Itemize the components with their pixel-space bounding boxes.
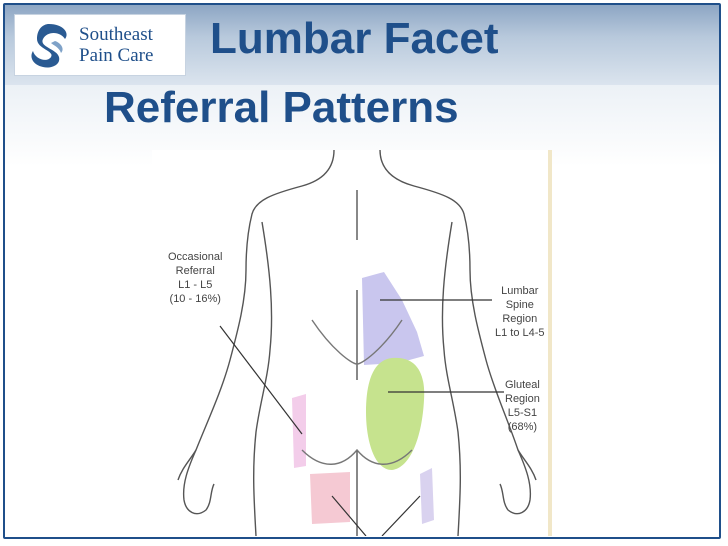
lumbar-spine-region xyxy=(362,272,424,365)
label-line: L1 - L5 xyxy=(178,279,213,291)
label-line: Region xyxy=(502,313,538,325)
label-line: L5-S1 xyxy=(507,407,538,419)
upper-thigh-pink-region xyxy=(310,472,350,524)
logo-swirl-icon xyxy=(31,24,67,68)
slide-title-line-2: Referral Patterns xyxy=(104,83,459,132)
label-line: Gluteal xyxy=(505,379,540,391)
anatomy-figure xyxy=(152,149,552,537)
lumbar-spine-label: Lumbar Spine Region L1 to L4-5 xyxy=(495,284,545,340)
logo-line-2: Pain Care xyxy=(79,45,154,66)
logo: Southeast Pain Care xyxy=(14,14,186,76)
figure-edge xyxy=(548,150,552,536)
logo-line-1: Southeast xyxy=(79,24,153,45)
label-line: (68%) xyxy=(507,421,538,433)
lateral-thigh-region xyxy=(420,468,434,524)
back-body-diagram xyxy=(177,149,537,537)
label-line: Spine xyxy=(505,299,534,311)
label-line: (10 - 16%) xyxy=(169,293,221,305)
label-line: Occasional xyxy=(168,251,223,263)
slide-title-line-1: Lumbar Facet xyxy=(210,14,499,63)
gluteal-region xyxy=(366,357,425,470)
occasional-referral-label: Occasional Referral L1 - L5 (10 - 16%) xyxy=(168,250,222,306)
label-line: Referral xyxy=(175,265,215,277)
label-line: Region xyxy=(505,393,540,405)
logo-text: Southeast Pain Care xyxy=(79,24,153,66)
label-line: L1 to L4-5 xyxy=(495,327,545,339)
slide-border xyxy=(3,3,721,539)
gluteal-region-label: Gluteal Region L5-S1 (68%) xyxy=(505,378,540,434)
label-line: Lumbar xyxy=(501,285,539,297)
